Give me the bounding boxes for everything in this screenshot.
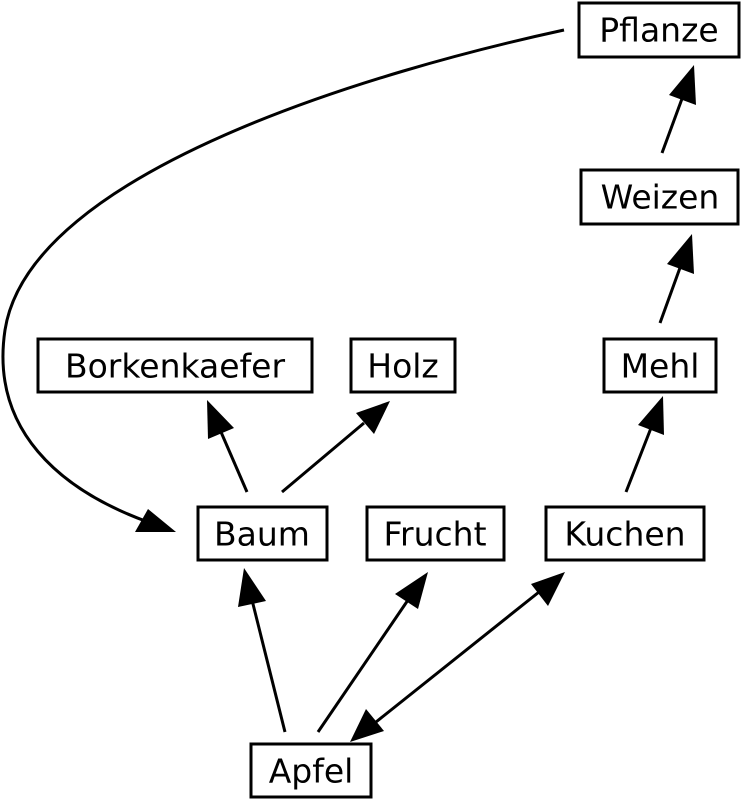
node-weizen[interactable]: Weizen — [579, 168, 740, 226]
node-label-mehl: Mehl — [621, 347, 700, 386]
node-pflanze[interactable]: Pflanze — [577, 1, 741, 59]
edge-mehl-weizen — [658, 234, 694, 324]
node-baum[interactable]: Baum — [196, 505, 329, 562]
node-label-kuchen: Kuchen — [564, 515, 685, 554]
edge-apfel-baum — [238, 568, 287, 733]
node-borkenkaefer[interactable]: Borkenkaefer — [36, 337, 314, 394]
edge-pflanze-baum — [1, 28, 565, 532]
edge-apfel-frucht — [316, 572, 428, 733]
edges — [1, 28, 696, 742]
node-apfel[interactable]: Apfel — [249, 742, 373, 799]
node-label-baum: Baum — [214, 515, 310, 554]
edge-baum-borkenkaefer — [207, 400, 249, 493]
edge-baum-holz — [281, 401, 390, 494]
node-holz[interactable]: Holz — [349, 337, 457, 394]
node-label-weizen: Weizen — [601, 178, 720, 217]
node-label-frucht: Frucht — [383, 515, 486, 554]
edge-kuchen-mehl — [624, 396, 664, 493]
node-kuchen[interactable]: Kuchen — [544, 505, 706, 562]
node-label-apfel: Apfel — [269, 752, 354, 791]
edge-apfel-kuchen — [350, 572, 565, 742]
edge-weizen-pflanze — [660, 65, 696, 154]
node-label-holz: Holz — [367, 347, 439, 386]
node-frucht[interactable]: Frucht — [365, 505, 506, 562]
node-label-pflanze: Pflanze — [599, 11, 718, 50]
node-label-borkenkaefer: Borkenkaefer — [65, 347, 286, 386]
node-mehl[interactable]: Mehl — [602, 337, 718, 394]
nodes: Pflanze Weizen Borkenkaefer Holz Mehl Ba… — [36, 1, 741, 799]
